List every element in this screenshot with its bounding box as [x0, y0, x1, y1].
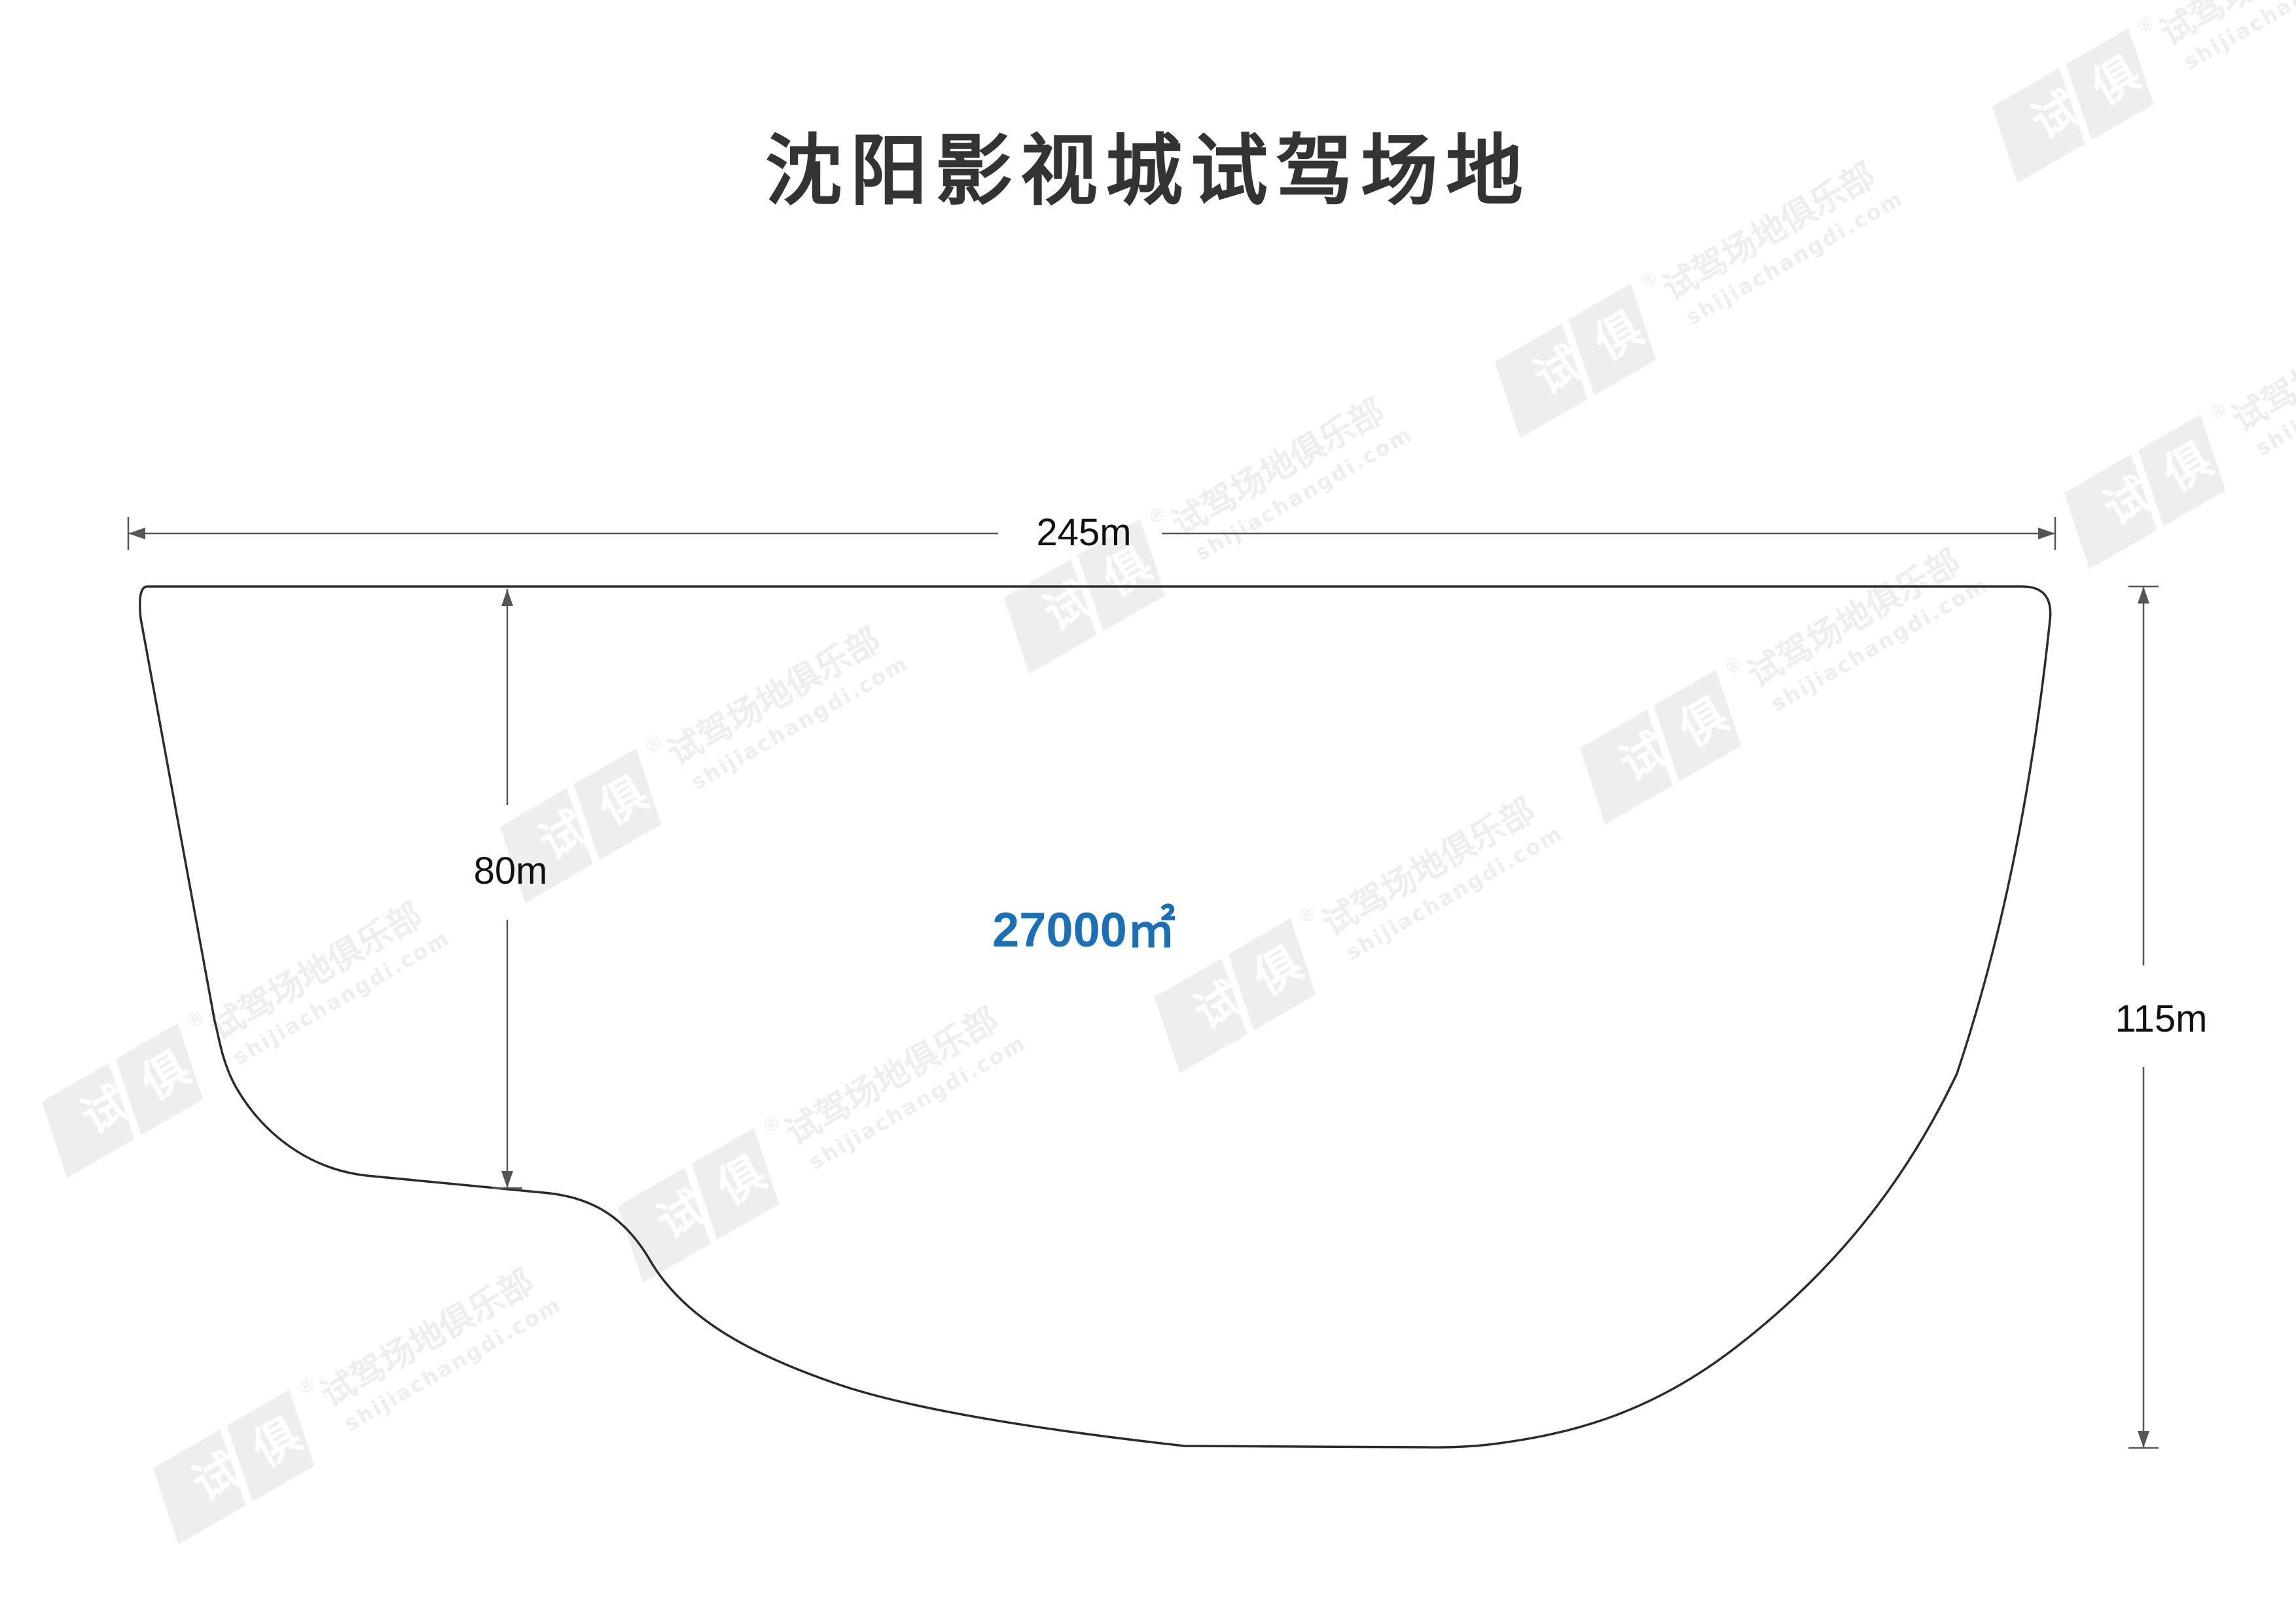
- watermark-logo-divider: [220, 1426, 253, 1506]
- inner-height-label: 80m: [474, 850, 548, 892]
- width-dimension: 245m: [127, 511, 2056, 554]
- watermark-logo-divider: [685, 1164, 717, 1244]
- total-height-arrow-top: [2138, 586, 2149, 604]
- watermark-logo-divider: [1071, 555, 1103, 635]
- venue-outline: [139, 585, 2052, 1449]
- watermark-registered-mark: ®: [1144, 501, 1171, 530]
- inner-height-dimension: 80m: [474, 589, 548, 1189]
- watermark-registered-mark: ®: [182, 1005, 209, 1034]
- watermark-registered-mark: ®: [1635, 266, 1662, 294]
- width-arrow-right: [2038, 528, 2055, 539]
- inner-height-arrow-top: [501, 589, 513, 606]
- watermark-logo-divider: [2131, 450, 2164, 530]
- total-height-dimension: 115m: [2115, 585, 2208, 1449]
- watermark-layer: 试俱®试驾场地俱乐部shijiachangdi.com试俱®试驾场地俱乐部shi…: [42, 0, 2296, 1545]
- total-height-label: 115m: [2115, 998, 2208, 1040]
- watermark-logo-divider: [1562, 319, 1594, 399]
- watermark-logo-divider: [1221, 954, 1254, 1034]
- watermark-logo-divider: [109, 1059, 141, 1139]
- watermark-registered-mark: ®: [758, 1110, 785, 1138]
- watermark-logo-divider: [2059, 64, 2092, 144]
- area-label: 27000㎡: [992, 903, 1175, 957]
- inner-height-arrow-bottom: [501, 1171, 513, 1188]
- watermark-registered-mark: ®: [2132, 10, 2159, 39]
- page-title: 沈阳影视城试驾场地: [765, 126, 1531, 216]
- total-height-arrow-bottom: [2138, 1431, 2149, 1448]
- watermark-registered-mark: ®: [1295, 901, 1321, 929]
- watermark-logo-divider: [1647, 706, 1679, 785]
- width-label: 245m: [1036, 511, 1131, 554]
- width-arrow-left: [128, 528, 145, 539]
- watermark-registered-mark: ®: [293, 1372, 320, 1400]
- watermark-registered-mark: ®: [640, 731, 667, 759]
- watermark-brand-text: 试驾场地俱乐部: [2226, 287, 2296, 440]
- watermark-logo-divider: [567, 784, 600, 864]
- watermark-registered-mark: ®: [1720, 652, 1747, 680]
- watermark-registered-mark: ®: [2204, 397, 2231, 425]
